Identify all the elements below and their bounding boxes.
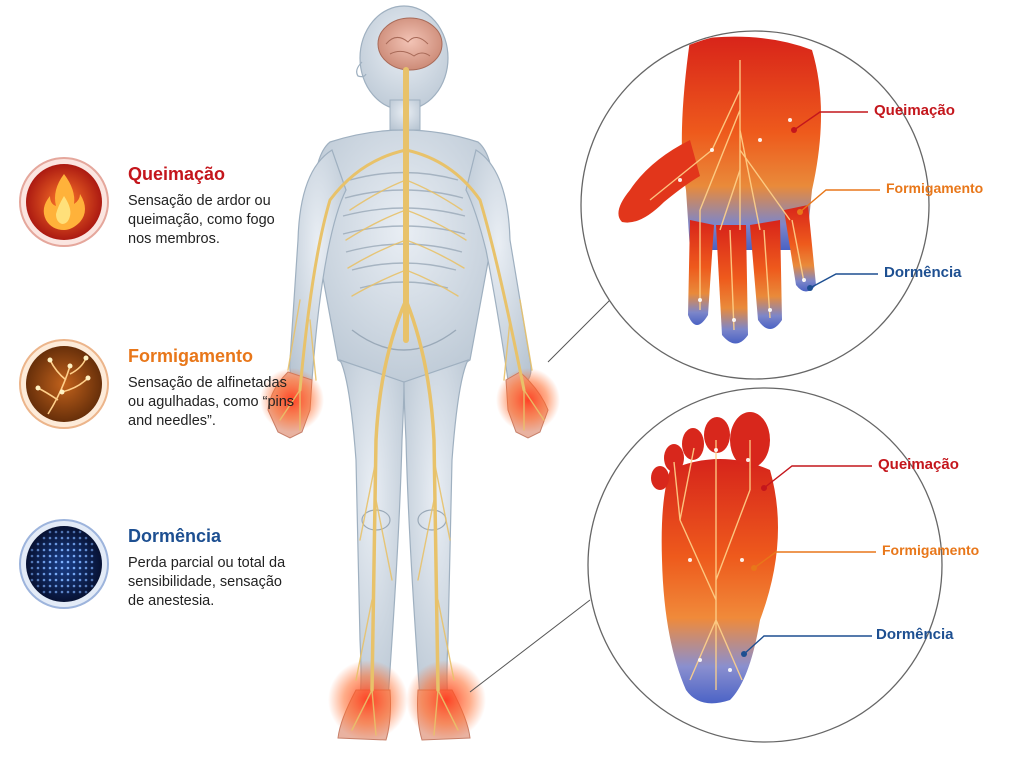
hand-callout-burning: Queimação <box>874 102 955 119</box>
legend-title: Dormência <box>128 526 222 546</box>
dot-grid-icon <box>19 519 109 609</box>
legend-description: Sensação de alfinetadas ou agulhadas, co… <box>128 375 295 429</box>
legend-title: Formigamento <box>128 346 254 366</box>
flame-icon <box>19 157 109 247</box>
legend-description: Sensação de ardor ou queimação, como fog… <box>128 193 275 247</box>
hand-connector-line <box>547 299 611 363</box>
legend-title: Queimação <box>128 164 226 184</box>
foot-callout-burning: Queimação <box>878 456 959 473</box>
hand-callout-numbness: Dormência <box>884 264 962 281</box>
brain-icon <box>377 17 443 71</box>
nerve-branch-icon <box>19 339 109 429</box>
nervous-system <box>279 67 545 736</box>
foot-callout-numbness: Dormência <box>876 626 954 643</box>
legend-description: Perda parcial ou total da sensibilidade,… <box>128 555 286 609</box>
legend-item-tingling: Formigamento Sensação de alfinetadas ou … <box>18 338 308 448</box>
human-body-figure <box>260 5 560 741</box>
foot-connector-line <box>469 599 591 693</box>
foot-callout-tingling: Formigamento <box>882 542 980 558</box>
foot-zoom-circle <box>587 387 943 743</box>
hand-zoom-circle <box>580 30 930 380</box>
legend-item-numbness: Dormência Perda parcial ou total da sens… <box>18 518 308 628</box>
legend-item-burning: Queimação Sensação de ardor ou queimação… <box>18 156 308 266</box>
hand-callout-tingling: Formigamento <box>886 180 984 196</box>
